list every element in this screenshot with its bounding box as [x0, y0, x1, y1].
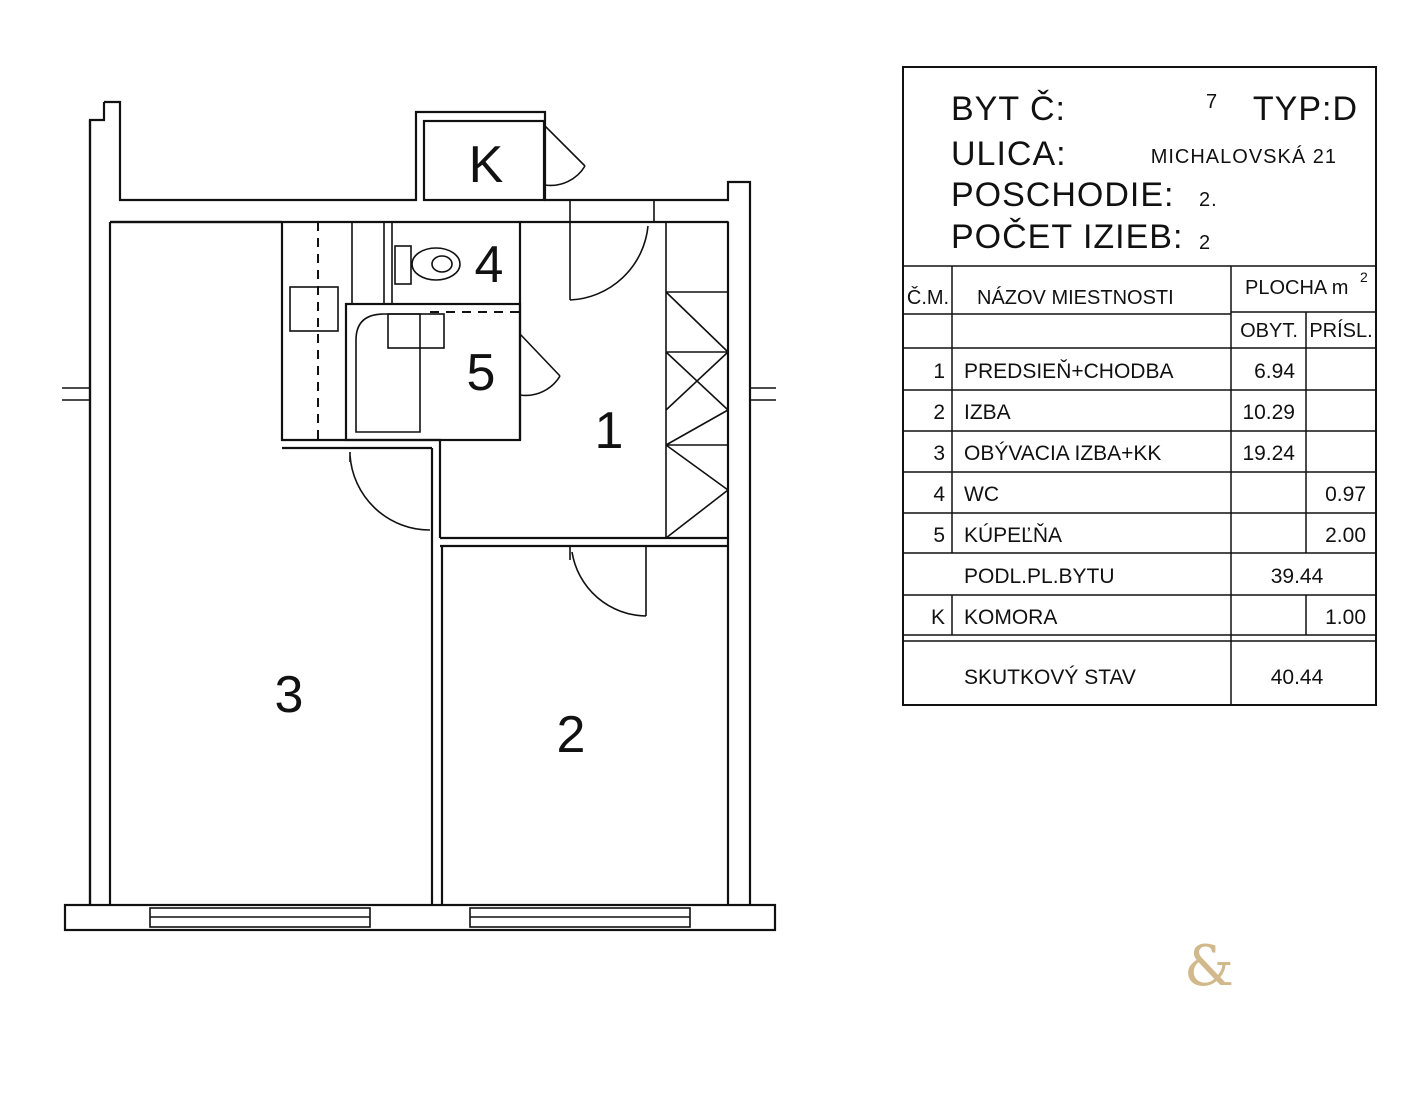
- wc-bowl: [411, 247, 461, 281]
- floor-plan: 1 2 3 4 5 K: [62, 100, 777, 932]
- room-label-k: K: [469, 136, 504, 194]
- poschodie-value: 2.: [1199, 189, 1218, 211]
- typ-label: TYP:D: [1253, 90, 1358, 128]
- storage-room: [422, 119, 546, 202]
- row-obyt: 19.24: [1242, 442, 1295, 465]
- subtotal-value: 39.44: [1271, 565, 1324, 588]
- row-name: OBÝVACIA IZBA+KK: [964, 442, 1161, 465]
- room-label-1: 1: [595, 402, 624, 460]
- ulica-value: MICHALOVSKÁ 21: [1151, 145, 1337, 168]
- row-no: K: [931, 606, 945, 629]
- poschodie-label: POSCHODIE:: [951, 176, 1174, 214]
- table-row: 4 WC 0.97: [933, 483, 1366, 506]
- wc-tank: [394, 245, 412, 285]
- room-label-2: 2: [557, 706, 586, 764]
- ulica-label: ULICA:: [951, 135, 1067, 173]
- col-cm: Č.M.: [907, 286, 949, 309]
- pocet-label: POČET IZIEB:: [951, 218, 1183, 256]
- col-name: NÁZOV MIESTNOSTI: [977, 286, 1174, 309]
- row-name: KÚPEĽŇA: [964, 524, 1062, 547]
- row-prisl: 1.00: [1325, 606, 1366, 629]
- total-label: SKUTKOVÝ STAV: [964, 666, 1136, 689]
- left-party-wall: [62, 387, 90, 401]
- room-label-4: 4: [475, 236, 504, 294]
- room-label-5: 5: [467, 344, 496, 402]
- pocet-value: 2: [1199, 232, 1211, 254]
- row-prisl: 0.97: [1325, 483, 1366, 506]
- col-area-sup: 2: [1360, 269, 1368, 285]
- table-frame: [902, 66, 1377, 706]
- byt-label: BYT Č:: [951, 90, 1066, 128]
- row-no: 3: [933, 442, 945, 465]
- right-party-wall: [750, 387, 776, 401]
- row-no: 4: [933, 483, 945, 506]
- col-prisl: PRÍSL.: [1309, 319, 1372, 342]
- row-no: 5: [933, 524, 945, 547]
- washbasin: [387, 313, 445, 349]
- total-value: 40.44: [1271, 666, 1324, 689]
- subtotal-row: PODL.PL.BYTU 39.44: [964, 565, 1324, 588]
- bathroom-door: [519, 333, 561, 397]
- row-obyt: 6.94: [1254, 360, 1295, 383]
- row-no: 2: [933, 401, 945, 424]
- facade-sill: [63, 903, 777, 932]
- row-no: 1: [933, 360, 945, 383]
- subtotal-label: PODL.PL.BYTU: [964, 565, 1115, 588]
- row-name: PREDSIEŇ+CHODBA: [964, 360, 1173, 383]
- col-area: PLOCHA m: [1245, 277, 1348, 299]
- row-name: WC: [964, 483, 999, 506]
- living-room-door: [349, 452, 431, 531]
- outer-walls: [88, 100, 752, 905]
- kitchen-sink: [289, 286, 339, 332]
- row-name: IZBA: [964, 401, 1011, 424]
- table-row: K KOMORA 1.00: [931, 606, 1366, 629]
- col-obyt: OBYT.: [1240, 320, 1298, 342]
- row-name: KOMORA: [964, 606, 1057, 629]
- table-row: 1 PREDSIEŇ+CHODBA 6.94: [933, 360, 1295, 383]
- room-label-3: 3: [275, 666, 304, 724]
- total-row: SKUTKOVÝ STAV 40.44: [964, 666, 1324, 689]
- wardrobe: [665, 221, 729, 539]
- table-row: 3 OBÝVACIA IZBA+KK 19.24: [933, 442, 1295, 465]
- bedroom-door: [569, 546, 647, 617]
- table-row: 2 IZBA 10.29: [933, 401, 1295, 424]
- info-table: BYT Č: 7 TYP:D ULICA: MICHALOVSKÁ 21 POS…: [902, 66, 1377, 706]
- brand-logo-icon: &: [1184, 934, 1234, 999]
- byt-value: 7: [1206, 91, 1218, 113]
- row-prisl: 2.00: [1325, 524, 1366, 547]
- table-row: 5 KÚPEĽŇA 2.00: [933, 524, 1366, 547]
- entrance-door: [569, 200, 655, 301]
- storage-door: [544, 125, 586, 187]
- row-obyt: 10.29: [1242, 401, 1295, 424]
- shaft: [351, 221, 385, 305]
